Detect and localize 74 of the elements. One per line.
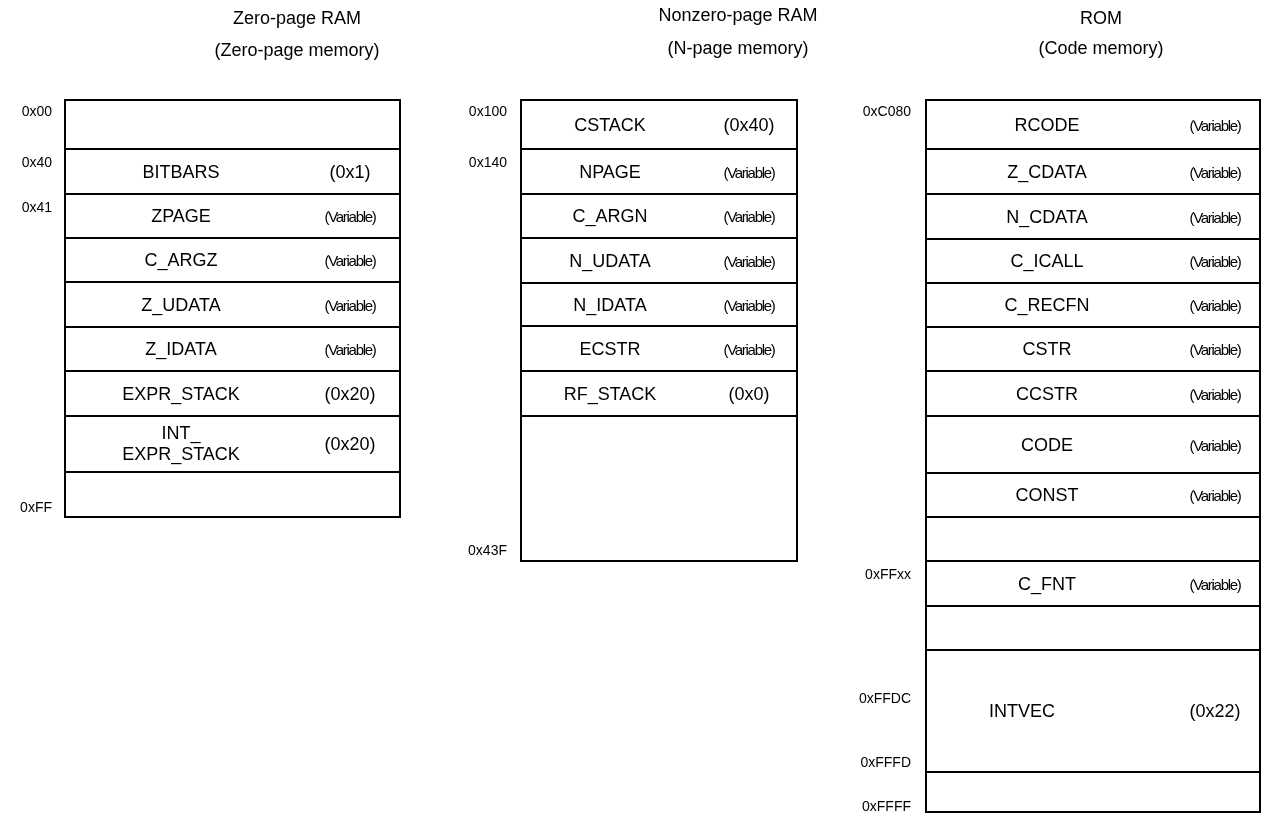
section-size: (Variable) [324,296,376,313]
address-label: 0xFFxx [865,566,911,582]
section-name: C_RECFN [1004,294,1090,316]
section-size: (Variable) [723,163,775,180]
section-size: (0x40) [723,114,775,135]
section-name: EXPR_STACK [122,383,240,404]
section-size: (Variable) [723,252,775,269]
address-label: 0x43F [468,542,507,558]
section-size: (0x20) [324,383,376,404]
section-size: (Variable) [1189,575,1241,592]
section-size: (Variable) [324,251,376,269]
section-size: (Variable) [324,340,376,358]
section-name: BITBARS [142,161,220,182]
address-label: 0x41 [21,199,52,215]
section-size: (Variable) [1189,340,1241,358]
section-name: C_ICALL [1010,250,1084,272]
section-size: (Variable) [324,207,376,225]
memory-block [925,99,1261,813]
section-name: NPAGE [579,161,641,182]
section-size: (Variable) [723,296,775,313]
section-name: N_UDATA [569,250,651,271]
address-label: 0x40 [21,154,52,170]
section-size: (Variable) [723,207,775,225]
address-label: 0xFFFF [862,798,911,814]
memory-block [520,99,798,562]
address-label: 0xFFFD [860,754,911,770]
section-name: INT_ EXPR_STACK [121,423,241,465]
address-label: 0x140 [468,154,507,170]
section-name: C_ARGZ [144,249,218,271]
section-name: ECSTR [579,338,641,359]
section-name: RF_STACK [563,383,657,404]
section-name: Z_CDATA [1007,161,1087,182]
section-size: (0x22) [1189,700,1241,722]
section-name: CODE [1021,434,1073,455]
address-label: 0xFFDC [858,690,911,706]
section-size: (0x20) [324,433,376,455]
section-name: RCODE [1014,114,1080,135]
memory-subtitle: (Code memory) [1038,38,1164,59]
section-size: (0x1) [329,161,371,182]
section-name: CSTR [1022,338,1072,360]
section-size: (0x0) [728,383,770,404]
section-size: (Variable) [1189,116,1241,133]
section-size: (Variable) [723,340,775,357]
section-name: INTVEC [989,700,1055,722]
section-size: (Variable) [1189,163,1241,180]
address-label: 0x00 [21,103,52,119]
memory-segment [927,99,1259,150]
address-label: 0x100 [468,103,507,119]
memory-subtitle: (Zero-page memory) [214,40,380,61]
section-name: CONST [1015,484,1079,506]
address-label: 0xC080 [862,103,911,119]
section-size: (Variable) [1189,252,1241,270]
section-name: N_CDATA [1006,206,1088,227]
memory-title: Nonzero-page RAM [658,5,818,26]
section-name: N_IDATA [573,294,647,315]
section-name: Z_IDATA [145,338,217,360]
section-size: (Variable) [1189,385,1241,402]
section-name: C_FNT [1018,573,1076,594]
section-size: (Variable) [1189,436,1241,453]
memory-block [64,99,401,518]
section-name: CCSTR [1016,383,1078,404]
section-size: (Variable) [1189,486,1241,504]
memory-title: ROM [1080,8,1122,29]
section-name: CSTACK [574,114,646,135]
memory-subtitle: (N-page memory) [667,38,809,59]
section-name: C_ARGN [572,205,648,227]
section-size: (Variable) [1189,208,1241,225]
section-size: (Variable) [1189,296,1241,314]
section-name: Z_UDATA [141,294,221,315]
memory-title: Zero-page RAM [232,8,362,29]
section-name: ZPAGE [151,205,211,227]
empty-segment [66,99,399,150]
address-label: 0xFF [20,499,52,515]
memory-segment [522,99,796,150]
